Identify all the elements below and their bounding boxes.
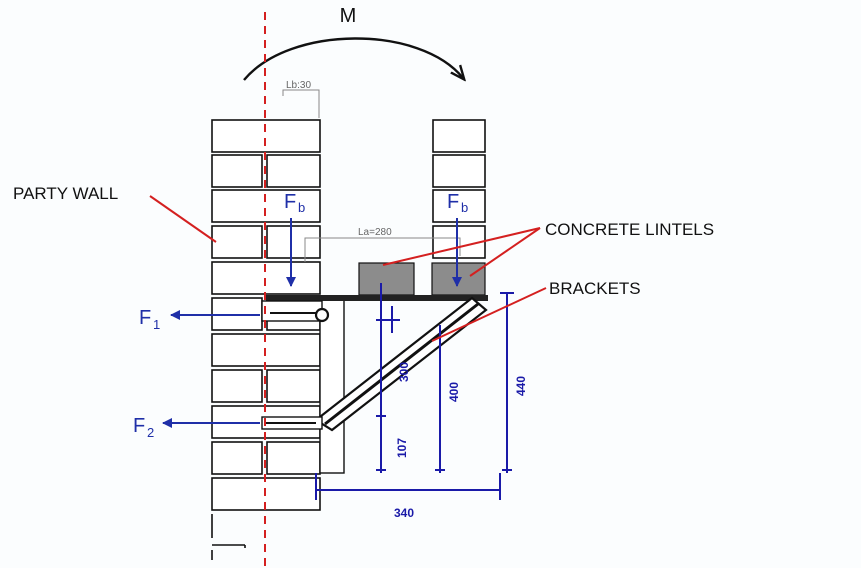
bracket-top-plate (266, 295, 488, 301)
brackets-label: BRACKETS (549, 279, 641, 298)
concrete-lintel-left (358, 262, 415, 296)
force-fb-right: F b (447, 191, 468, 287)
svg-text:b: b (461, 200, 468, 215)
bracket-back-plate (319, 297, 345, 474)
lb-dimension-bracket (282, 89, 320, 118)
svg-text:b: b (298, 200, 305, 215)
concrete-lintel-right (431, 262, 486, 296)
dim-300: 300 (397, 362, 411, 382)
svg-text:F: F (133, 415, 145, 437)
bracket-anchor-top (261, 300, 323, 322)
svg-text:F: F (139, 307, 151, 329)
dim-400: 400 (447, 382, 461, 402)
party-wall-bricks (211, 119, 321, 560)
dim-340: 340 (394, 506, 414, 520)
force-f2: F 2 (133, 415, 260, 440)
leader-lines (149, 195, 547, 342)
moment-arc (243, 37, 463, 80)
bracket-pivot (314, 307, 330, 323)
moment-label: M (340, 5, 357, 27)
svg-text:1: 1 (153, 317, 160, 332)
svg-text:F: F (284, 191, 296, 213)
dimension-lines (315, 283, 514, 500)
concrete-lintels-label: CONCRETE LINTELS (545, 220, 714, 239)
la-label: La=280 (358, 227, 392, 238)
outer-wall-bricks (432, 119, 486, 259)
svg-text:2: 2 (147, 425, 154, 440)
svg-text:F: F (447, 191, 459, 213)
party-wall-label: PARTY WALL (13, 184, 118, 203)
force-f1: F 1 (139, 307, 260, 332)
force-fb-left: F b (284, 191, 305, 287)
lb-label: Lb:30 (286, 80, 311, 91)
dim-107: 107 (395, 438, 409, 458)
dim-440: 440 (514, 376, 528, 396)
